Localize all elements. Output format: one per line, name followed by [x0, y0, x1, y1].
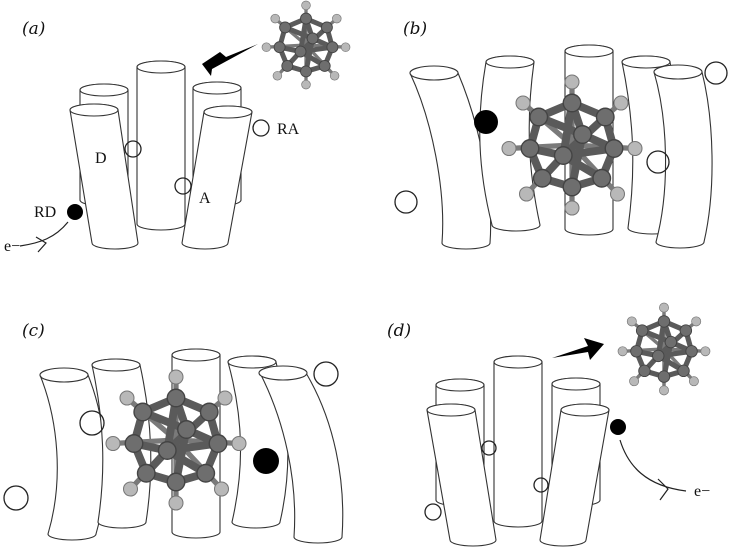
remote-acceptor-site-b: [704, 61, 728, 85]
helix-b-inner-right-top: [621, 55, 671, 69]
panel-label-c: (c): [22, 321, 45, 341]
helix-b-inner-left-top: [485, 55, 535, 69]
acceptor-site-d: [533, 477, 549, 493]
helix-b-center-top: [564, 44, 614, 58]
electron-path-a: [19, 221, 69, 247]
electron-path-d: [619, 439, 687, 492]
cluster-molecule-b: [502, 75, 642, 215]
remote-donor-site-c: [3, 485, 29, 511]
cluster-molecule-c: [106, 370, 246, 510]
helix-c-inner-right-top: [227, 355, 277, 369]
panel-label-a: (a): [22, 19, 45, 39]
electron-label-a: e−: [4, 238, 20, 255]
helix-back-left-top: [79, 83, 129, 97]
remote-acceptor-site-c: [313, 361, 339, 387]
helix-c-center-top: [171, 348, 221, 362]
cluster-molecule-a: [262, 1, 350, 89]
panel-b: (b): [394, 19, 728, 250]
helix-c-inner-left-top: [91, 358, 141, 372]
helix-d-front-left-top: [426, 403, 476, 417]
donor-site-c: [79, 410, 105, 436]
helix-b-far-left-top: [409, 65, 459, 81]
panel-c: (c): [3, 321, 344, 544]
helix-b-far-left: [409, 66, 492, 250]
approach-arrow-a: [202, 44, 258, 76]
electron-arrow-d: [657, 478, 669, 501]
cluster-molecule-d: [618, 303, 710, 395]
helix-c-far-left-top: [39, 367, 89, 383]
helix-front-left-top: [69, 103, 119, 117]
helix-c-far-left: [39, 368, 106, 541]
departure-arrow-d: [552, 338, 604, 360]
acceptor-site-c: [253, 448, 279, 474]
donor-site-a: [124, 140, 142, 158]
helix-d-back-left-top: [435, 378, 485, 392]
helix-d-center-top: [493, 355, 543, 369]
remote-acceptor-site-a: [252, 119, 270, 137]
panel-label-b: (b): [403, 19, 427, 39]
remote-donor-site-d: [424, 503, 442, 521]
donor-site-d: [481, 440, 497, 456]
remote-acceptor-label-a: RA: [277, 121, 300, 138]
remote-acceptor-site-d: [610, 419, 626, 435]
helix-b-far-right-top: [653, 64, 703, 80]
panel-a: (a) D A RA RD e−: [4, 1, 350, 255]
acceptor-label-a: A: [199, 190, 211, 207]
electron-arrow-a: [35, 236, 47, 253]
helix-center-top: [136, 60, 186, 74]
remote-donor-site-a: [67, 204, 83, 220]
acceptor-site-b: [646, 150, 670, 174]
helix-back-right-top: [192, 81, 242, 95]
remote-donor-site-b: [474, 110, 498, 134]
remote-donor-label-a: RD: [34, 204, 56, 221]
electron-label-d: e−: [694, 483, 710, 500]
donor-label-a: D: [95, 150, 107, 167]
helix-c-far-right-top: [258, 365, 308, 381]
panel-label-d: (d): [387, 321, 411, 341]
helix-d-back-right-top: [551, 377, 601, 391]
helix-d-front-right-top: [560, 403, 610, 417]
panel-d: (d) e−: [387, 303, 710, 547]
donor-site-b: [394, 190, 418, 214]
helix-front-right-top: [203, 105, 253, 119]
helix-center: [136, 60, 186, 231]
helix-d-center: [493, 355, 543, 528]
acceptor-site-a: [174, 177, 192, 195]
